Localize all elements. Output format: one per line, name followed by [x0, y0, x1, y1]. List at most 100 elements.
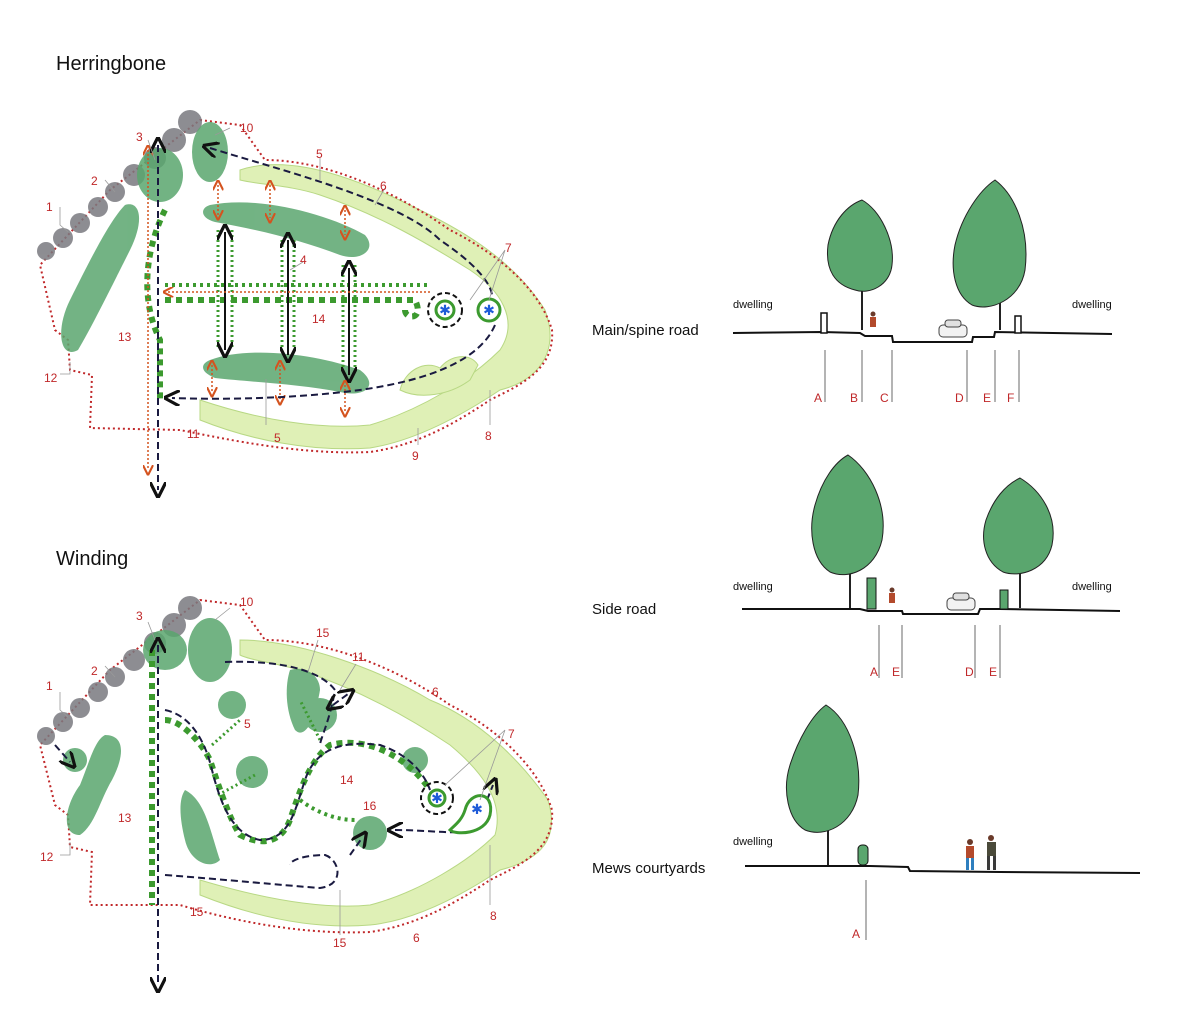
car-icon [938, 319, 968, 338]
main-tree-right [952, 179, 1027, 330]
side-letter-A: A [870, 665, 878, 679]
side-pedestrian-icon [889, 587, 895, 603]
hb-label-14: 14 [312, 312, 326, 326]
mews-letter-A: A [852, 927, 860, 941]
wd-label-15a: 15 [316, 626, 330, 640]
wd-label-15b: 15 [190, 905, 204, 919]
wd-label-6a: 6 [432, 685, 439, 699]
wd-label-10: 10 [240, 595, 254, 609]
main-section-ticks [824, 350, 1020, 402]
wd-label-16: 16 [363, 799, 377, 813]
mews-label: Mews courtyards [592, 860, 706, 877]
hb-label-5a: 5 [316, 147, 323, 161]
wd-label-15c: 15 [333, 936, 347, 950]
hb-label-1: 1 [46, 200, 53, 214]
wd-label-3: 3 [136, 609, 143, 623]
green-spine-path [165, 297, 421, 320]
side-road-section: dwelling dwelling A E D E [733, 454, 1121, 679]
pedestrian-icon [870, 311, 876, 327]
side-dwelling-left: dwelling [733, 581, 773, 593]
winding-plan: ✱ ✱ 3 10 15 11 2 5 6 1 7 14 16 13 12 15 … [37, 595, 554, 985]
orange-access-arrows [148, 150, 430, 470]
main-dwelling-right: dwelling [1072, 299, 1112, 311]
grass-belt [199, 164, 551, 450]
main-letter-F: F [1007, 391, 1014, 405]
herringbone-title: Herringbone [56, 53, 167, 75]
hb-label-8: 8 [485, 429, 492, 443]
wd-label-5: 5 [244, 717, 251, 731]
road-cross-arrows [225, 232, 349, 375]
main-road-label: Main/spine road [592, 322, 699, 339]
hb-label-3: 3 [136, 130, 143, 144]
green-west-path [144, 208, 168, 400]
main-letter-B: B [850, 391, 858, 405]
wd-label-7: 7 [508, 727, 515, 741]
side-hedge-right [999, 589, 1009, 610]
hb-label-12: 12 [44, 371, 58, 385]
svg-text:✱: ✱ [471, 802, 483, 818]
leader-lines-winding [59, 607, 506, 935]
side-ground-line [742, 608, 1121, 615]
wd-label-1: 1 [46, 679, 53, 693]
wd-label-6b: 6 [413, 931, 420, 945]
main-dwelling-left: dwelling [733, 299, 773, 311]
wd-label-11: 11 [352, 650, 365, 664]
side-letter-E2: E [989, 665, 997, 679]
svg-text:✱: ✱ [431, 791, 443, 807]
side-letter-D: D [965, 665, 974, 679]
side-car-icon [946, 592, 976, 611]
main-ground-line [732, 330, 1113, 343]
hb-label-7: 7 [505, 241, 512, 255]
mews-people-icon [966, 835, 996, 870]
tree-masses [61, 122, 370, 394]
mews-section: dwelling A [733, 704, 1141, 941]
wd-label-14: 14 [340, 773, 354, 787]
main-hedge-left [820, 312, 828, 334]
site-boundary [38, 118, 554, 454]
hb-label-13: 13 [118, 330, 132, 344]
side-road-label: Side road [592, 601, 657, 618]
wd-label-12: 12 [40, 850, 54, 864]
hub-node-1: ✱ [427, 292, 463, 328]
main-road-section: dwelling dwelling A B C D E F [732, 179, 1113, 405]
hub-node-winding-2: ✱ [447, 794, 493, 835]
site-boundary-winding [38, 598, 554, 934]
main-letter-E: E [983, 391, 991, 405]
main-hedge-right [1014, 315, 1022, 334]
road-network [158, 145, 496, 490]
side-letter-E1: E [892, 665, 900, 679]
road-network-winding [54, 645, 493, 985]
hb-label-9: 9 [412, 449, 419, 463]
leader-lines [59, 127, 506, 445]
mews-ground-line [745, 865, 1141, 874]
main-tree-left [826, 199, 893, 330]
side-hedge-left [866, 577, 877, 610]
wd-label-13: 13 [118, 811, 132, 825]
mews-dwelling-left: dwelling [733, 836, 773, 848]
side-tree-left [811, 454, 884, 608]
main-letter-C: C [880, 391, 889, 405]
hb-label-10: 10 [240, 121, 254, 135]
main-letter-A: A [814, 391, 822, 405]
hb-label-6: 6 [380, 179, 387, 193]
grass-belt-winding [199, 639, 552, 927]
winding-title: Winding [56, 548, 129, 570]
side-section-ticks [878, 625, 1001, 678]
herringbone-plan: ✱ ✱ 1 2 3 10 5 6 4 7 13 14 12 11 5 9 8 [37, 110, 554, 490]
wd-label-8: 8 [490, 909, 497, 923]
hub-node-2: ✱ [476, 297, 502, 323]
svg-text:✱: ✱ [483, 303, 495, 319]
hb-label-4: 4 [300, 253, 307, 267]
side-tree-right [983, 477, 1054, 608]
boulder-row [37, 110, 202, 260]
svg-text:✱: ✱ [439, 303, 451, 319]
main-letter-D: D [955, 391, 964, 405]
hb-label-11: 11 [187, 427, 200, 441]
hb-label-2: 2 [91, 174, 98, 188]
wd-label-2: 2 [91, 664, 98, 678]
hb-label-5b: 5 [274, 431, 281, 445]
mews-tree [786, 704, 860, 865]
mews-bollard [857, 844, 869, 866]
side-dwelling-right: dwelling [1072, 581, 1112, 593]
